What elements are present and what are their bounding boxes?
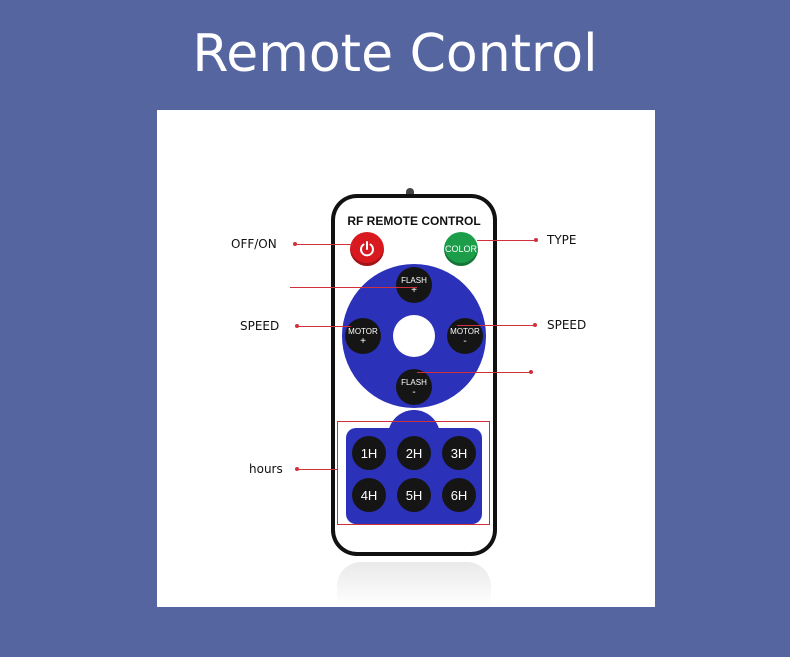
- off-on-label: OFF/ON: [231, 237, 277, 251]
- timer-6h-button[interactable]: 6H: [442, 478, 476, 512]
- type-line: [477, 240, 537, 241]
- flash-down-label: FLASH: [401, 378, 427, 387]
- timer-5h-button[interactable]: 5H: [397, 478, 431, 512]
- type-dot: [534, 238, 538, 242]
- control-dial: FLASH + FLASH - MOTOR + MOTOR -: [342, 264, 486, 408]
- flash-down-line: [417, 372, 531, 373]
- dial-center: [393, 315, 435, 357]
- power-button[interactable]: [350, 232, 384, 266]
- flash-down-sign: -: [412, 387, 416, 398]
- antenna: [406, 188, 414, 196]
- flash-up-line: [290, 287, 417, 288]
- speed-left-label: SPEED: [240, 319, 280, 333]
- motor-minus-label: MOTOR: [450, 327, 480, 336]
- remote-control: RF REMOTE CONTROL COLOR FLASH + FLASH -: [331, 194, 497, 556]
- hours-line: [297, 469, 337, 470]
- timer-1h-button[interactable]: 1H: [352, 436, 386, 470]
- flash-up-button[interactable]: FLASH +: [396, 267, 432, 303]
- flash-down-dot: [529, 370, 533, 374]
- product-photo: RF REMOTE CONTROL COLOR FLASH + FLASH -: [157, 110, 655, 607]
- speed-right-dot: [533, 323, 537, 327]
- speed-left-line: [297, 326, 351, 327]
- timer-3h-button[interactable]: 3H: [442, 436, 476, 470]
- off-on-dot: [293, 242, 297, 246]
- color-button[interactable]: COLOR: [444, 232, 478, 266]
- motor-plus-button[interactable]: MOTOR +: [345, 318, 381, 354]
- speed-right-label: SPEED: [547, 318, 587, 332]
- hours-label: hours: [249, 462, 283, 476]
- flash-down-button[interactable]: FLASH -: [396, 369, 432, 405]
- timer-4h-button[interactable]: 4H: [352, 478, 386, 512]
- power-icon: [360, 241, 374, 257]
- motor-plus-sign: +: [360, 336, 366, 347]
- remote-face: RF REMOTE CONTROL COLOR FLASH + FLASH -: [335, 198, 493, 552]
- motor-minus-button[interactable]: MOTOR -: [447, 318, 483, 354]
- timer-highlight-box: [337, 421, 490, 525]
- timer-2h-button[interactable]: 2H: [397, 436, 431, 470]
- timer-panel: 1H 2H 3H 4H 5H 6H: [346, 428, 482, 524]
- remote-header: RF REMOTE CONTROL: [347, 214, 481, 228]
- page-title: Remote Control: [192, 24, 598, 84]
- hours-dot: [295, 467, 299, 471]
- motor-plus-label: MOTOR: [348, 327, 378, 336]
- off-on-line: [295, 244, 353, 245]
- remote-reflection: [337, 562, 491, 607]
- speed-right-line: [457, 325, 535, 326]
- type-label: TYPE: [547, 233, 577, 247]
- speed-left-dot: [295, 324, 299, 328]
- flash-up-label: FLASH: [401, 276, 427, 285]
- flash-up-sign: +: [411, 285, 417, 296]
- motor-minus-sign: -: [463, 336, 467, 347]
